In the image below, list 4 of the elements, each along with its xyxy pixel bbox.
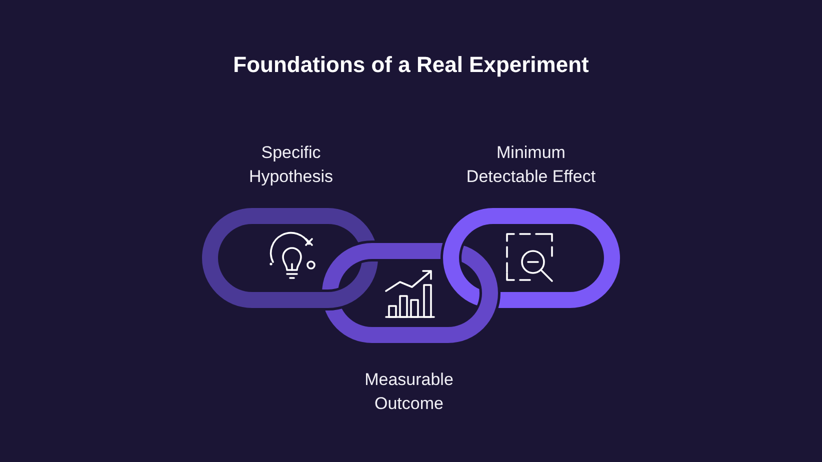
link-label: Measurable Outcome xyxy=(364,369,454,415)
link-label: Minimum Detectable Effect xyxy=(465,142,597,188)
diagram-title: Foundations of a Real Experiment xyxy=(233,51,589,79)
link-label: Specific Hypothesis xyxy=(248,142,334,188)
